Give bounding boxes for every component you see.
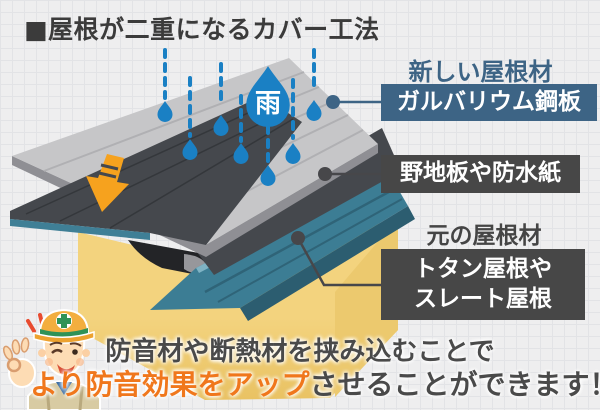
connector-leads bbox=[291, 95, 381, 287]
label-original-material: 元の屋根材 bbox=[426, 223, 542, 249]
footer-line2-rest: させることができます！ bbox=[309, 368, 600, 401]
label-original-roof-line1: トタン屋根や bbox=[414, 255, 552, 282]
label-box-original-roof: トタン屋根や スレート屋根 bbox=[381, 249, 585, 320]
worker-character bbox=[2, 308, 101, 410]
sheathing-left-face bbox=[10, 96, 302, 245]
label-original-roof-line2: スレート屋根 bbox=[414, 285, 552, 312]
label-box-galvalume: ガルバリウム鋼板 bbox=[381, 84, 597, 121]
label-new-material: 新しい屋根材 bbox=[408, 58, 553, 86]
rain-badge-icon: 雨 bbox=[246, 66, 290, 127]
label-box-sheathing: 野地板や防水紙 bbox=[381, 155, 580, 193]
page-title: ■屋根が二重になるカバー工法 bbox=[24, 15, 380, 44]
footer-highlight: より防音効果をアップ bbox=[30, 368, 310, 401]
rain-group: 雨 bbox=[157, 48, 322, 186]
rain-badge-label: 雨 bbox=[255, 89, 281, 119]
down-arrow-icon bbox=[86, 154, 129, 212]
footer-line2: より防音効果をアップさせることができます！ bbox=[30, 363, 600, 403]
rain-drop-icons bbox=[157, 100, 322, 186]
footer-line1: 防音材や断熱材を挟み込むことで bbox=[105, 337, 495, 367]
